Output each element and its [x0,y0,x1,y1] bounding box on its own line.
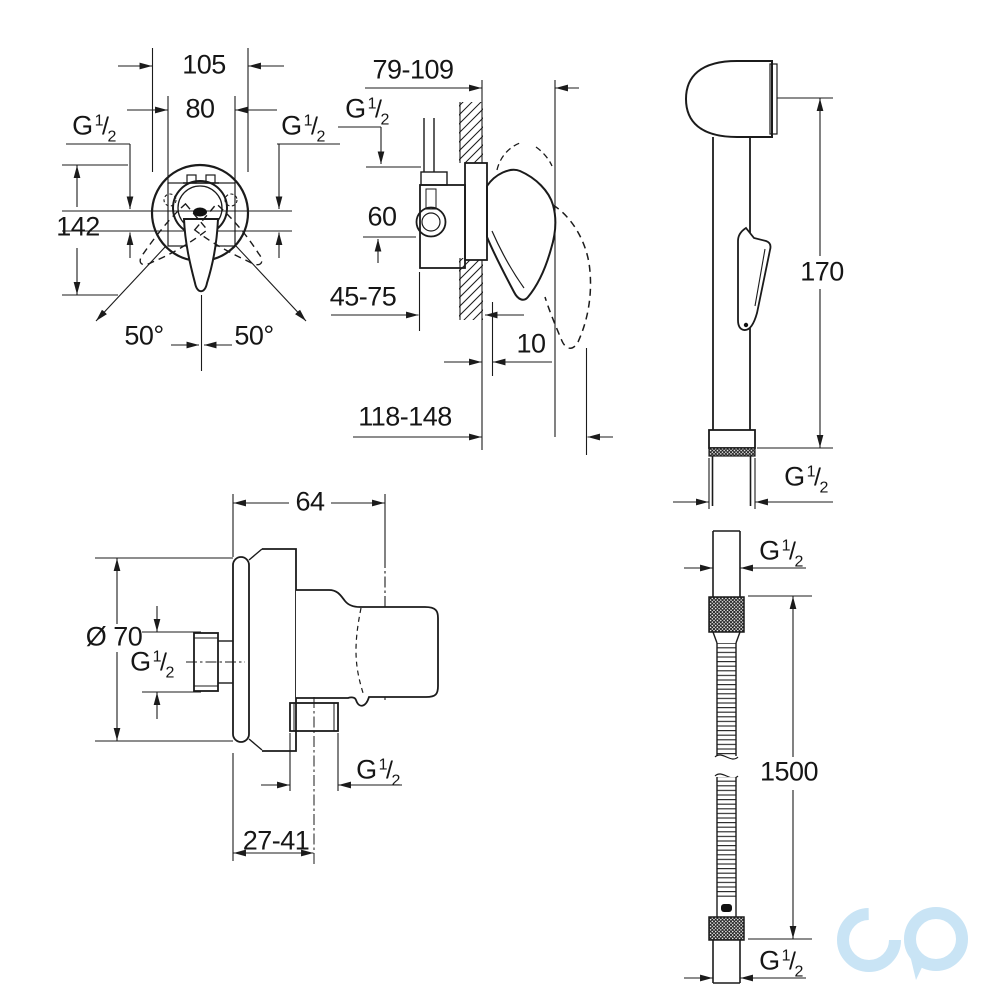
dim-swing-angle-left: 50° [124,320,164,351]
hose-nut-bottom [708,916,745,941]
thread-sub: 2 [316,128,325,146]
mixer-lever [182,218,220,293]
thread-base: G [784,461,805,492]
dim-shower-length: 170 [800,256,844,287]
valve-body-figure [415,118,592,349]
thread-slash: / [789,947,796,976]
hose-nut-top [708,596,745,633]
mixer-lever-swing-right [139,202,209,266]
thread-sup: 1 [303,112,313,130]
thread-base: G [281,110,302,141]
thread-sub: 2 [819,479,828,497]
thread-slash: / [814,463,821,492]
watermark-right-loop [904,907,968,971]
thread-slash: / [789,537,796,566]
dim-tile-thickness: 10 [516,328,546,359]
thread-slash: / [375,95,382,124]
thread-sub: 2 [794,553,803,571]
handle-logo-dot [193,207,207,217]
thread-sub: 2 [165,664,174,682]
mixer-lever-swing-left [193,202,263,266]
thread-base: G [759,945,780,976]
thread-sup: 1 [367,95,377,113]
dim-union-width: 64 [295,486,325,517]
dim-total-depth: 118-148 [358,401,452,432]
thread-base: G [72,110,93,141]
dim-mixer-width-inner: 80 [185,93,215,124]
hose-figure [708,530,745,984]
watermark-tail [909,951,924,980]
union-flange-figure [186,548,297,752]
dim-vertical-offset: 60 [367,201,397,232]
thread-sub: 2 [391,772,400,790]
thread-sup: 1 [781,537,791,555]
mixer-trim-figure [139,163,263,293]
side-lever-swing [544,204,592,349]
thread-slash: / [386,756,393,785]
thread-sub: 2 [794,963,803,981]
thread-sub: 2 [380,111,389,129]
thread-base: G [759,535,780,566]
dim-swing-angle-right: 50° [234,320,274,351]
dim-wall-depth: 79-109 [372,54,454,85]
thread-sup: 1 [152,648,162,666]
hand-shower-figure [684,60,778,506]
store-watermark-logo [837,907,968,980]
thread-slash: / [160,648,167,677]
thread-slash: / [102,112,109,141]
thread-sub: 2 [107,128,116,146]
holder-body-figure [289,589,439,866]
dim-hose-offset: 27-41 [242,825,310,856]
wall-hatch-top [459,102,483,163]
hose-view [684,530,812,984]
watermark-left-loop [837,908,901,972]
side-lever [486,168,557,301]
mixer-side-view [331,80,613,455]
shower-hook-trigger [737,226,772,331]
thread-sup: 1 [781,947,791,965]
dim-rough-in: 45-75 [329,281,397,312]
dim-mixer-height: 142 [56,211,100,242]
dim-mixer-width-outer: 105 [182,49,226,80]
mixer-front-view [62,48,340,371]
hand-shower-view [673,60,833,509]
thread-sup: 1 [806,463,816,481]
thread-slash: / [311,112,318,141]
dim-union-diameter: Ø 70 [85,621,143,652]
thread-sup: 1 [94,112,104,130]
thread-base: G [356,754,377,785]
knurled-ring [708,447,756,457]
thread-base: G [130,646,151,677]
dim-hose-length: 1500 [759,756,819,787]
thread-base: G [345,93,366,124]
thread-sup: 1 [378,756,388,774]
wall-union-view [95,494,439,866]
break-line [714,754,739,760]
